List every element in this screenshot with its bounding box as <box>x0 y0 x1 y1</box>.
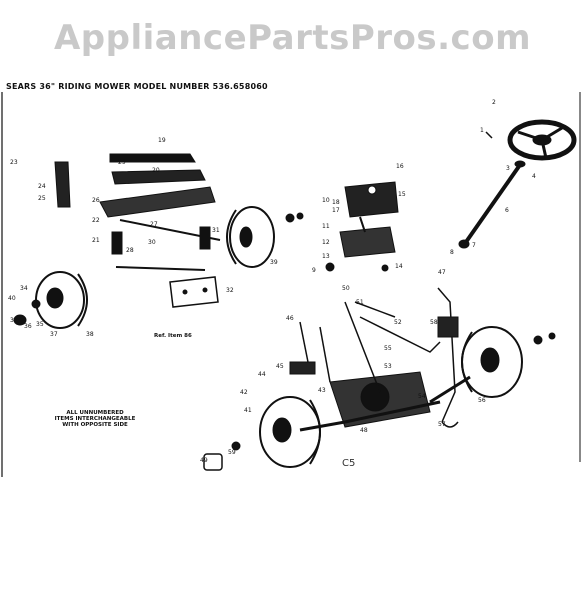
callout-14: 14 <box>395 263 403 270</box>
callout-19: 19 <box>158 137 166 144</box>
callout-57: 57 <box>438 421 446 428</box>
callout-34: 34 <box>20 285 28 292</box>
callout-2: 2 <box>492 99 496 106</box>
steering-wheel <box>507 119 577 161</box>
callout-25: 25 <box>38 195 46 202</box>
callout-52: 52 <box>394 319 402 326</box>
callout-23: 23 <box>10 159 18 166</box>
callout-33: 33 <box>10 317 18 324</box>
callout-17: 17 <box>332 207 340 214</box>
callout-58: 58 <box>430 319 438 326</box>
callout-15: 15 <box>398 191 406 198</box>
callout-43: 43 <box>318 387 326 394</box>
callout-9: 9 <box>312 267 316 274</box>
callout-32: 32 <box>226 287 234 294</box>
callout-37: 37 <box>50 331 58 338</box>
callout-35: 35 <box>36 321 44 328</box>
callout-7: 7 <box>472 242 476 249</box>
callout-26: 26 <box>92 197 100 204</box>
callout-30: 30 <box>148 239 156 246</box>
steering-column <box>458 131 526 249</box>
callout-39: 39 <box>270 259 278 266</box>
callout-54: 54 <box>418 393 426 400</box>
callout-45: 45 <box>276 363 284 370</box>
note-line: ALL UNNUMBERED <box>66 410 124 416</box>
diagram-title: SEARS 36" RIDING MOWER MODEL NUMBER 536.… <box>6 82 268 91</box>
callout-53: 53 <box>384 363 392 370</box>
callout-12: 12 <box>322 239 330 246</box>
callout-59: 59 <box>228 449 236 456</box>
callout-48: 48 <box>360 427 368 434</box>
callout-36: 36 <box>24 323 32 330</box>
interchangeable-note: ALL UNNUMBERED ITEMS INTERCHANGEABLE WIT… <box>40 410 150 428</box>
callout-44: 44 <box>258 371 266 378</box>
callout-1: 1 <box>480 127 484 134</box>
callout-10: 10 <box>322 197 330 204</box>
steering-gear-bracket <box>325 181 399 272</box>
callout-51: 51 <box>356 299 364 306</box>
page-code: C5 <box>342 458 355 469</box>
reference-label: Ref. Item 86 <box>154 333 192 339</box>
callout-29: 29 <box>118 159 126 166</box>
callout-labels: 2 1 4 3 6 7 8 9 10 11 12 13 14 15 16 17 … <box>8 99 536 464</box>
callout-18: 18 <box>332 199 340 206</box>
front-right-wheel <box>226 206 304 268</box>
callout-55: 55 <box>384 345 392 352</box>
callout-11: 11 <box>322 223 330 230</box>
rear-left-wheel <box>203 396 321 471</box>
note-line: ITEMS INTERCHANGEABLE <box>54 416 136 422</box>
callout-56: 56 <box>478 397 486 404</box>
front-axle-assembly <box>54 153 221 271</box>
callout-21: 21 <box>92 237 100 244</box>
callout-41: 41 <box>244 407 252 414</box>
callout-38: 38 <box>86 331 94 338</box>
callout-3: 3 <box>506 165 510 172</box>
callout-42: 42 <box>240 389 248 396</box>
callout-49: 49 <box>200 457 208 464</box>
callout-40: 40 <box>8 295 16 302</box>
callout-6: 6 <box>505 207 509 214</box>
callout-27: 27 <box>150 221 158 228</box>
callout-22: 22 <box>92 217 100 224</box>
callout-8: 8 <box>450 249 454 256</box>
mounting-bracket <box>169 276 219 308</box>
callout-47: 47 <box>438 269 446 276</box>
callout-24: 24 <box>38 183 46 190</box>
callout-50: 50 <box>342 285 350 292</box>
watermark: AppliancePartsPros.com <box>53 18 531 58</box>
callout-28: 28 <box>126 247 134 254</box>
callout-31: 31 <box>212 227 220 234</box>
callout-4: 4 <box>532 173 536 180</box>
front-left-wheel <box>13 271 88 329</box>
callout-46: 46 <box>286 315 294 322</box>
note-line: WITH OPPOSITE SIDE <box>62 422 128 428</box>
exploded-parts-diagram: 2 1 4 3 6 7 8 9 10 11 12 13 14 15 16 17 … <box>1 92 581 477</box>
transaxle <box>299 371 471 432</box>
callout-13: 13 <box>322 253 330 260</box>
control-linkage <box>289 287 459 428</box>
callout-16: 16 <box>396 163 404 170</box>
rear-right-wheel <box>461 326 556 398</box>
callout-20: 20 <box>152 167 160 174</box>
